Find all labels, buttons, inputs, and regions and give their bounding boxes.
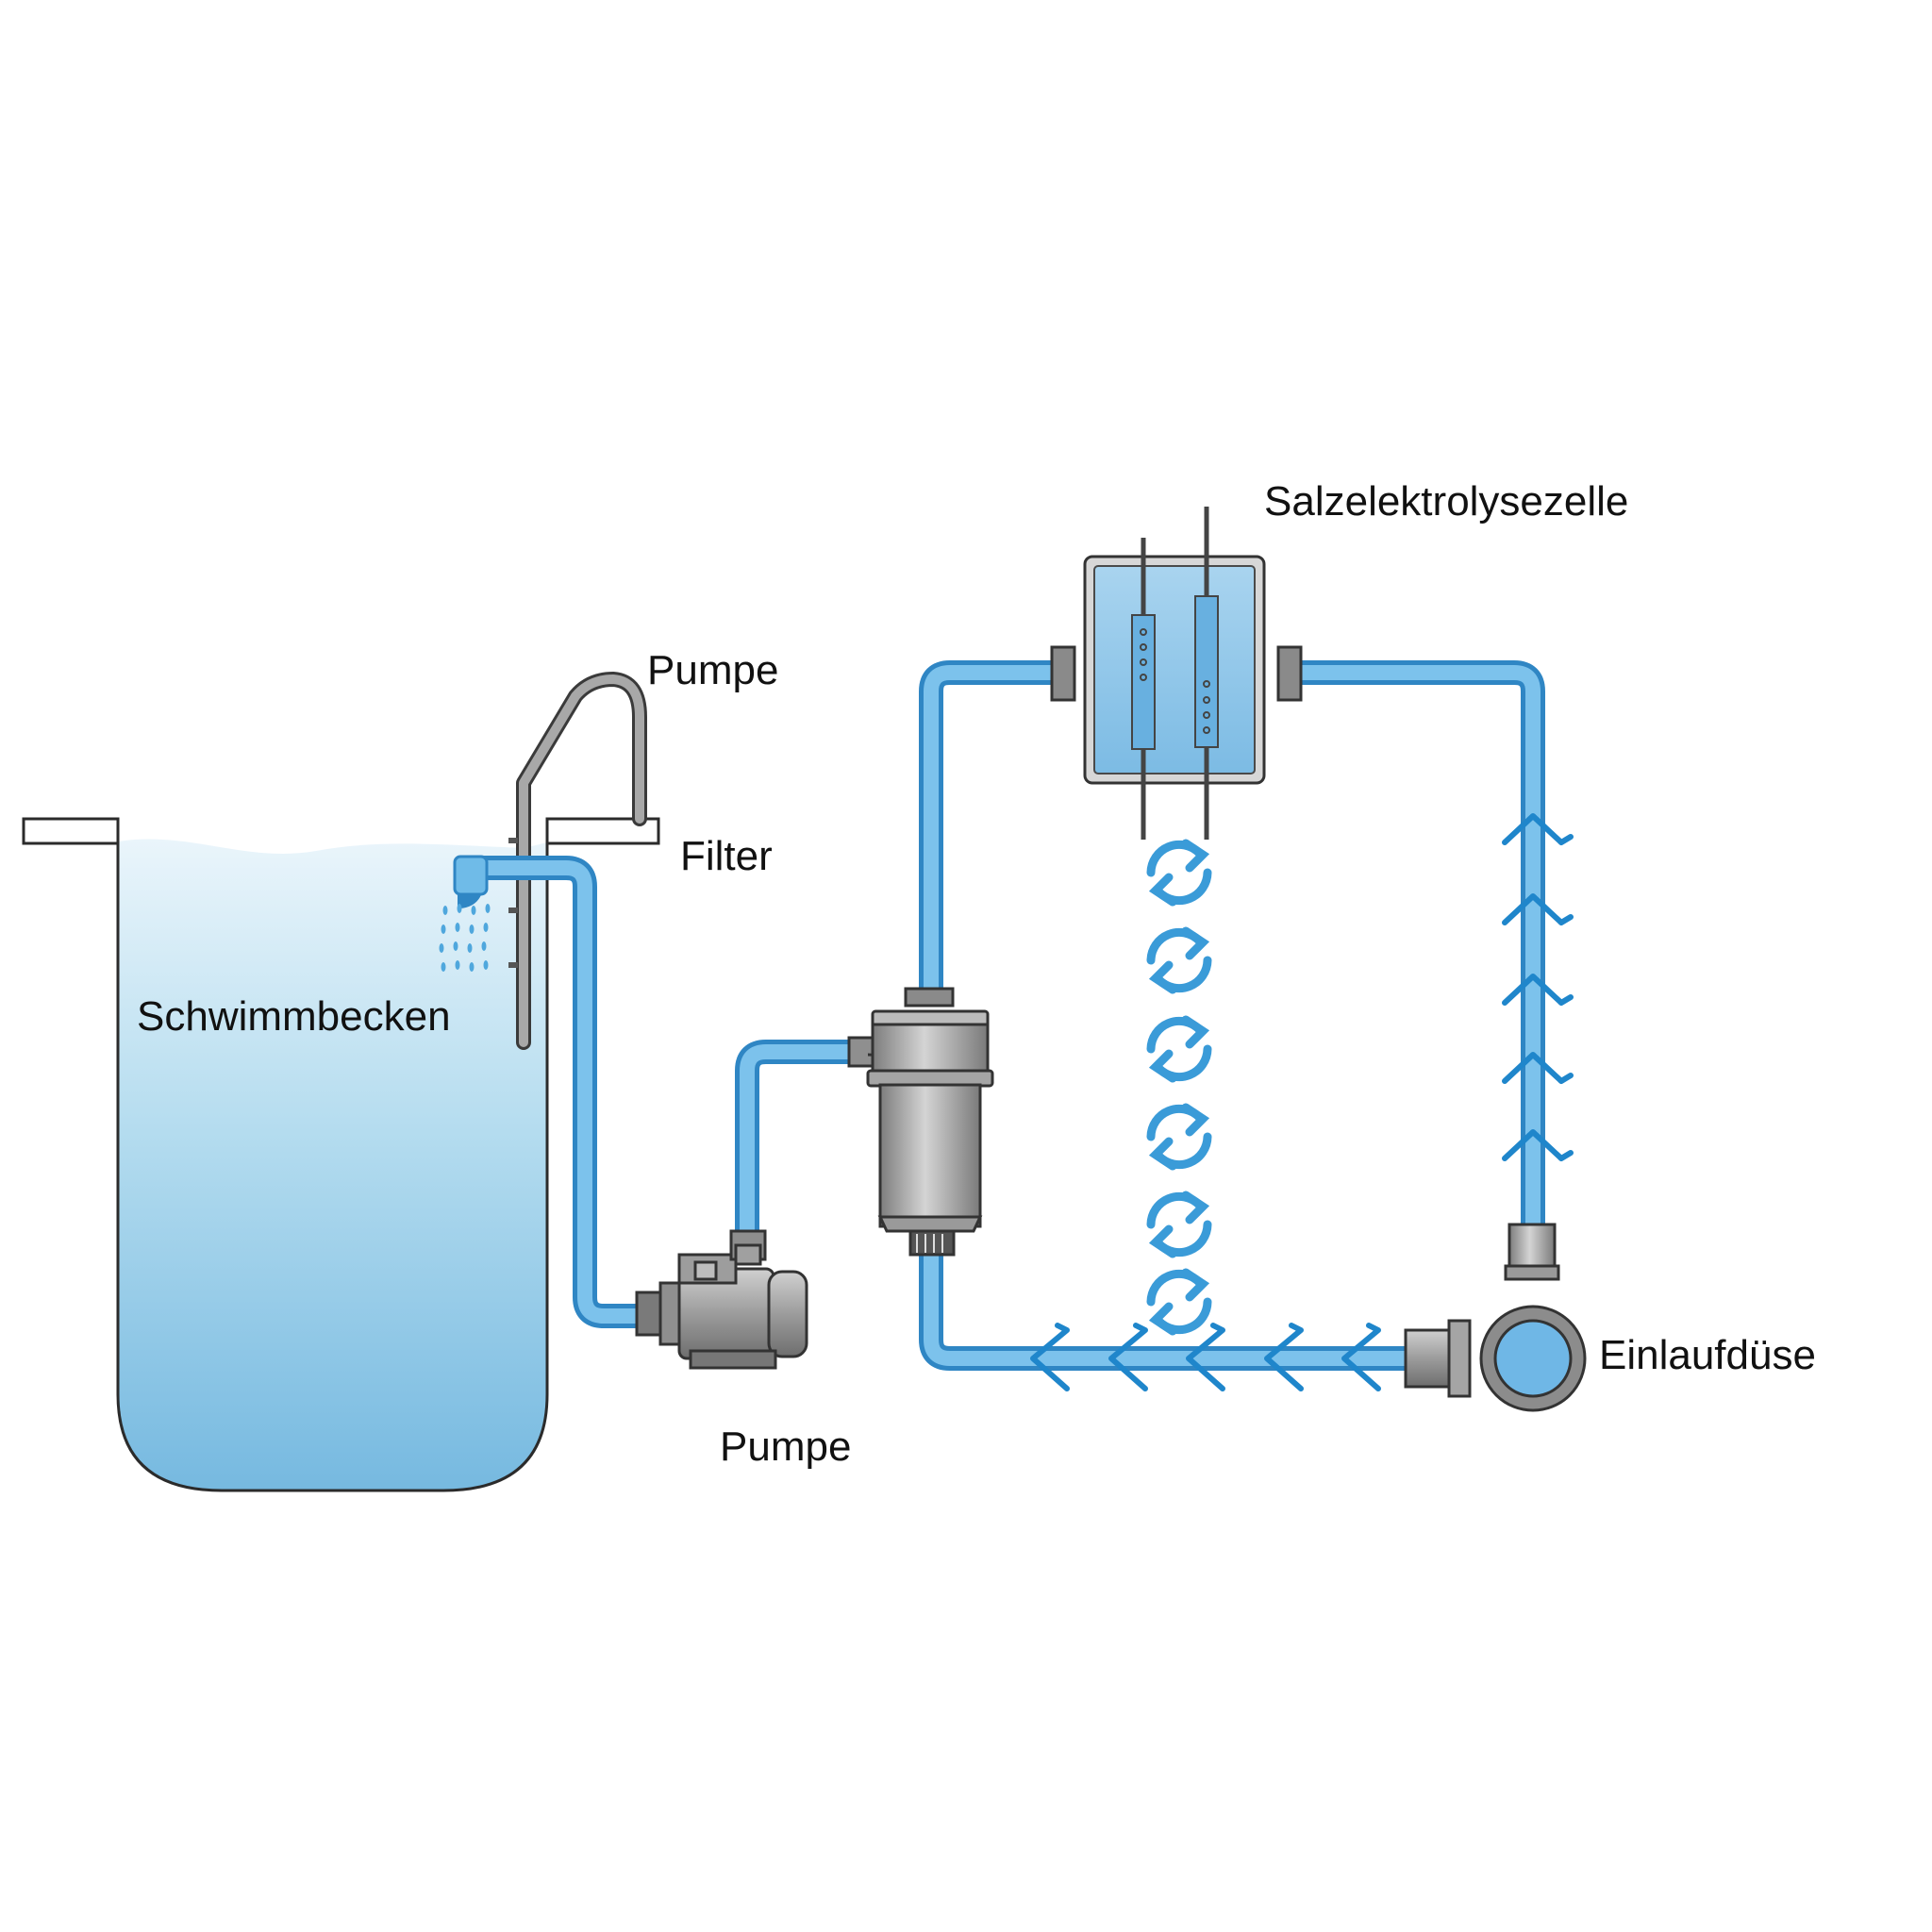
flow-chevron-icon: [1030, 1323, 1070, 1391]
flow-chevron-icon: [1264, 1323, 1304, 1391]
flow-chevron-icon: [1502, 1129, 1574, 1161]
label-pump-top: Pumpe: [647, 647, 778, 693]
circulation-arrow-icon: [1146, 839, 1212, 907]
inlet-nozzle-icon: [1404, 1223, 1587, 1412]
filter-icon: [847, 987, 994, 1257]
flow-chevron-icon: [1502, 893, 1574, 925]
flow-chevron-icon: [1341, 1323, 1381, 1391]
flow-chevron-icon: [1108, 1323, 1148, 1391]
flow-chevrons-bottom: [1030, 1323, 1381, 1391]
label-salt-cell: Salzelektrolysezelle: [1264, 478, 1628, 525]
circulation-arrow-icon: [1146, 1103, 1212, 1171]
pool-wall: [116, 819, 549, 1492]
electrolysis-cell-icon: [1050, 507, 1303, 840]
pipe-pump-to-filter: [735, 1040, 854, 1243]
flow-chevron-icon: [1186, 1323, 1225, 1391]
circulation-arrow-icon: [1146, 1191, 1212, 1258]
circulation-arrow-icon: [1146, 1015, 1212, 1083]
circulation-arrows: [1146, 839, 1212, 1336]
circulation-arrow-icon: [1146, 1268, 1212, 1336]
skimmer-spout: [439, 855, 491, 972]
flow-chevron-icon: [1502, 974, 1574, 1006]
electrode-right: [1194, 507, 1219, 840]
flow-chevron-icon: [1502, 1052, 1574, 1084]
label-inlet: Einlaufdüse: [1599, 1332, 1816, 1378]
pump-icon: [635, 1229, 808, 1370]
label-filter: Filter: [680, 833, 773, 879]
swimming-pool: [22, 817, 660, 1492]
label-pump-bottom: Pumpe: [720, 1424, 851, 1470]
flow-chevrons-right: [1502, 813, 1574, 1161]
electrode-left: [1131, 538, 1156, 840]
pipework: [462, 660, 1545, 1371]
pool-water: [118, 839, 547, 1491]
ladder-icon: [508, 672, 647, 1050]
label-pool: Schwimmbecken: [137, 993, 451, 1040]
pool-deck-left: [22, 817, 120, 845]
pipe-filter-to-cell: [919, 660, 1055, 989]
circulation-arrow-icon: [1146, 926, 1212, 994]
water-spray-icon: [439, 904, 491, 972]
flow-chevron-icon: [1502, 813, 1574, 845]
pipe-cell-to-inlet: [1296, 660, 1545, 1226]
